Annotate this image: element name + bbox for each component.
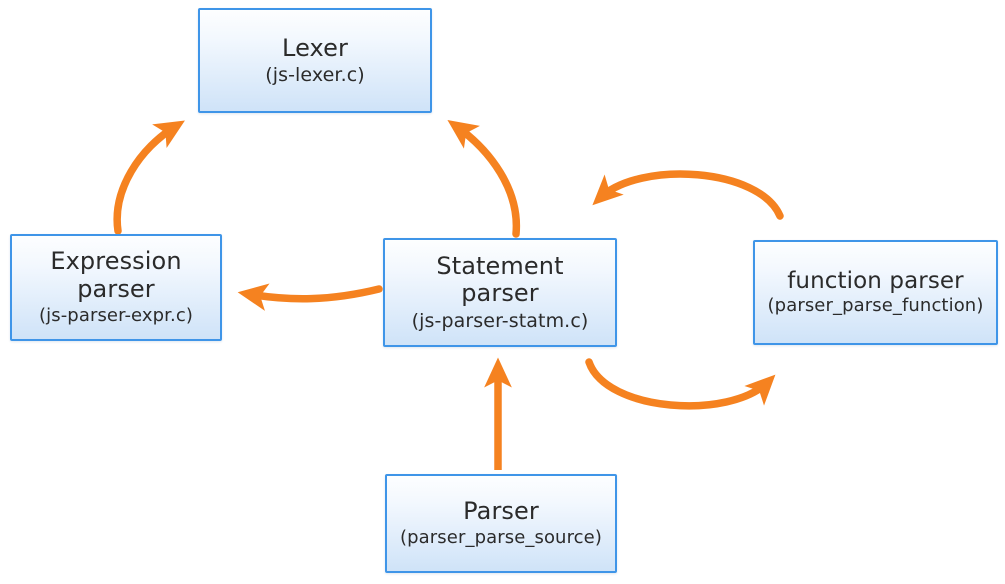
node-parser-subtitle: (parser_parse_source): [400, 526, 602, 548]
node-lexer-subtitle: (js-lexer.c): [265, 64, 365, 87]
edge-statement-to-lexer: [447, 119, 521, 238]
node-expression-parser[interactable]: Expression parser (js-parser-expr.c): [10, 234, 222, 341]
node-expression-parser-title: Expression parser: [50, 247, 182, 304]
node-function-parser-subtitle: (parser_parse_function): [767, 295, 984, 317]
edge-function-to-statement: [592, 170, 784, 220]
node-function-parser-title: function parser: [787, 267, 964, 294]
edge-statement-to-expression: [237, 283, 383, 311]
node-parser-title: Parser: [463, 497, 539, 526]
node-statement-parser-title: Statement parser: [436, 251, 564, 308]
node-expression-parser-subtitle: (js-parser-expr.c): [39, 304, 193, 326]
node-lexer-title: Lexer: [282, 33, 348, 62]
node-statement-parser[interactable]: Statement parser (js-parser-statm.c): [383, 238, 617, 347]
node-function-parser[interactable]: function parser (parser_parse_function): [753, 240, 998, 345]
node-statement-parser-subtitle: (js-parser-statm.c): [411, 310, 589, 333]
edge-statement-to-function: [585, 358, 776, 410]
edge-expression-to-lexer: [113, 120, 185, 235]
node-lexer[interactable]: Lexer (js-lexer.c): [198, 8, 432, 113]
node-parser[interactable]: Parser (parser_parse_source): [385, 474, 617, 573]
